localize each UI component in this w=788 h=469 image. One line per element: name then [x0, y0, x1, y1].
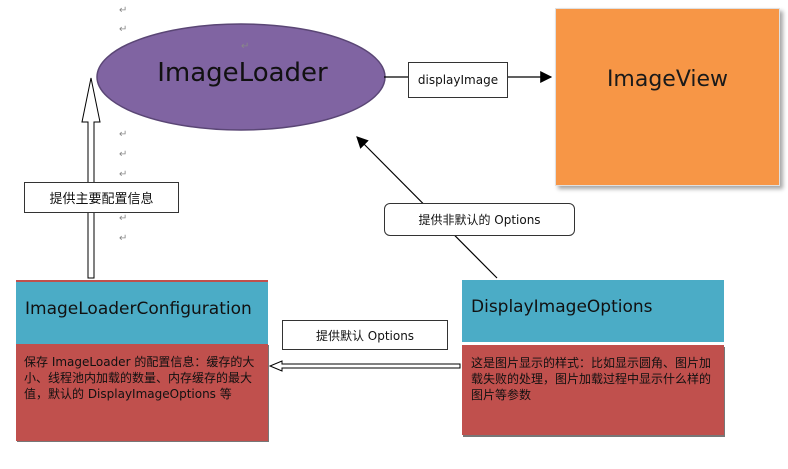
config-to-loader-arrow [81, 77, 101, 279]
options-description: 这是图片显示的样式：比如显示圆角、图片加载失败的处理，图片加载过程中显示什么样的… [471, 356, 712, 402]
default-options-label: 提供默认 Options [282, 320, 448, 350]
paragraph-mark: ↵ [119, 5, 128, 16]
image-loader-label: ImageLoader [157, 58, 328, 88]
main-config-label: 提供主要配置信息 [24, 182, 179, 213]
options-to-config-arrow [268, 360, 461, 372]
options-body: 这是图片显示的样式：比如显示圆角、图片加载失败的处理，图片加载过程中显示什么样的… [462, 345, 724, 435]
image-view-label: ImageView [606, 67, 729, 92]
paragraph-mark: ↵ [119, 233, 128, 244]
display-image-label: displayImage [408, 62, 508, 98]
paragraph-mark: ↵ [119, 213, 128, 224]
paragraph-mark: ↵ [119, 149, 128, 160]
configuration-header: ImageLoaderConfiguration [16, 280, 268, 344]
options-header: DisplayImageOptions [462, 280, 724, 342]
configuration-body: 保存 ImageLoader 的配置信息：缓存的大小、线程池内加载的数量、内存缓… [16, 344, 268, 441]
paragraph-mark: ↵ [241, 41, 250, 52]
non-default-options-label: 提供非默认的 Options [384, 203, 575, 236]
configuration-title: ImageLoaderConfiguration [25, 299, 252, 319]
image-view-box: ImageView [555, 8, 780, 186]
options-title: DisplayImageOptions [471, 297, 653, 317]
paragraph-mark: ↵ [119, 169, 128, 180]
paragraph-mark: ↵ [119, 24, 128, 35]
configuration-description: 保存 ImageLoader 的配置信息：缓存的大小、线程池内加载的数量、内存缓… [24, 355, 255, 401]
paragraph-mark: ↵ [119, 129, 128, 140]
